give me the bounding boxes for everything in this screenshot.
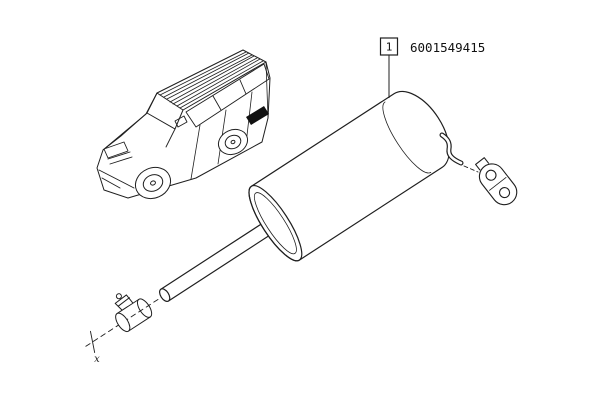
callout-number[interactable]: 1 — [386, 41, 393, 54]
vehicle-windshield — [146, 92, 184, 130]
muffler-seam-line — [382, 101, 432, 174]
vehicle-front-details — [98, 112, 176, 189]
part-location-marker — [246, 106, 269, 125]
assembly-axis-dashed-line — [85, 299, 159, 347]
hanger-hole-bottom — [499, 187, 511, 199]
clamp-bolt-tab — [114, 294, 134, 311]
inlet-pipe-open-end — [159, 288, 171, 302]
muffler-axis-group — [85, 90, 450, 353]
clamp-end-left — [115, 312, 131, 333]
hanger-body — [478, 163, 518, 206]
hanger-rod-group — [439, 132, 479, 173]
vehicle-rear-wheel — [217, 128, 249, 156]
vehicle-roof-ribs — [159, 51, 264, 109]
axis-marker-label: x — [94, 354, 100, 365]
vehicle-side-windows — [185, 63, 270, 128]
vehicle-mirror — [174, 115, 188, 128]
clamp-sleeve-lines — [116, 298, 151, 332]
hanger-dashed-line — [463, 165, 479, 173]
muffler-body — [248, 90, 450, 262]
callout-group: 1 6001549415 — [379, 37, 485, 98]
vehicle-drawing — [96, 49, 271, 200]
assembly-axis-tick — [90, 330, 96, 353]
hanger-rod-inner — [440, 133, 463, 165]
muffler-end-cap-inner — [253, 192, 297, 255]
rubber-hanger-drawing — [475, 157, 518, 206]
callout-box[interactable] — [379, 37, 399, 56]
hanger-mid-line — [489, 177, 507, 191]
part-number-text[interactable]: 6001549415 — [410, 40, 485, 55]
clamp-drawing — [114, 293, 153, 333]
exhaust-assembly-drawing — [85, 90, 518, 353]
hanger-pin — [475, 157, 490, 171]
clamp-bolt-head — [115, 293, 122, 300]
vehicle-front-wheel — [134, 166, 172, 200]
clamp-end-right — [136, 298, 153, 318]
muffler-end-cap — [248, 185, 303, 262]
hanger-hole-top — [485, 169, 497, 181]
inlet-pipe — [160, 213, 285, 302]
